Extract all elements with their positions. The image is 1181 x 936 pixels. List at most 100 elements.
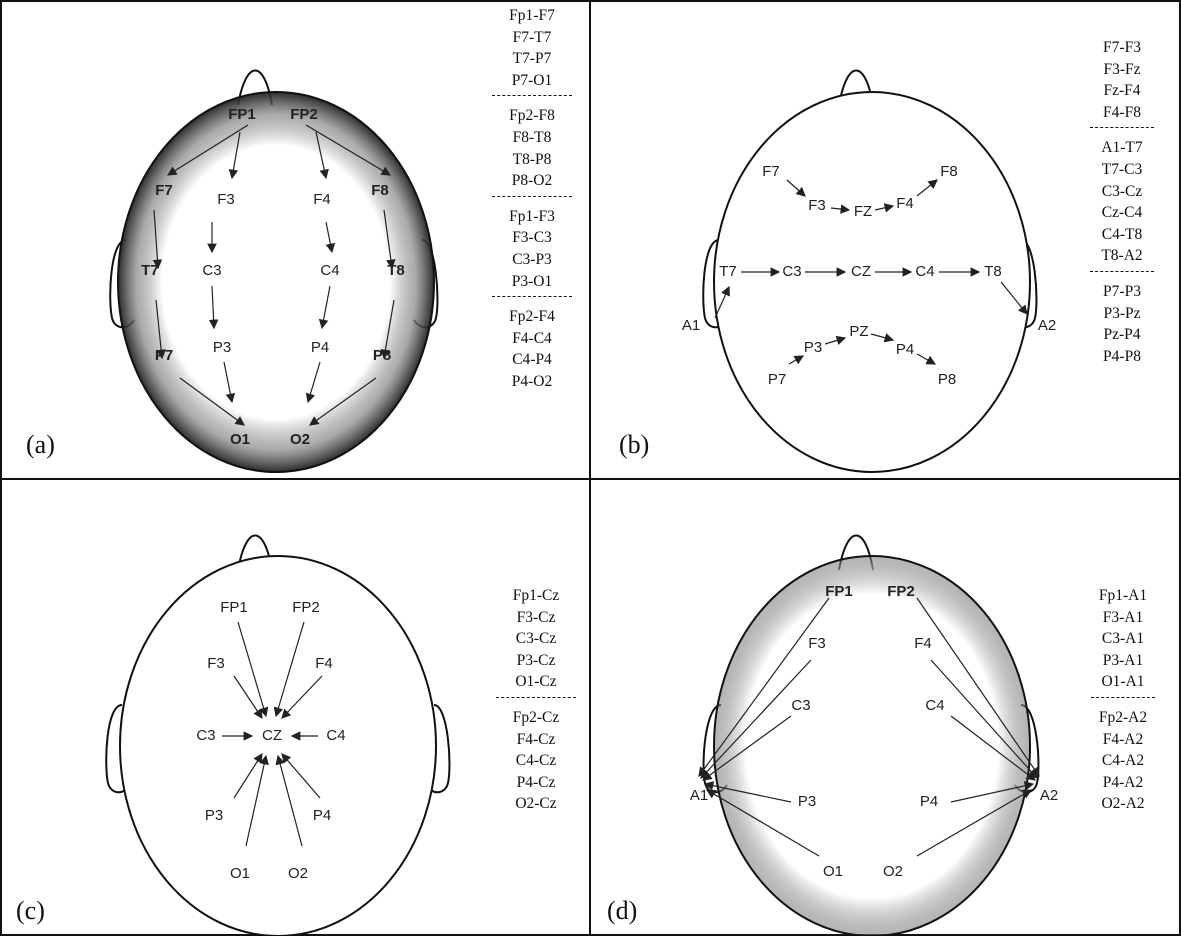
montage-pair: P4-O2: [480, 371, 584, 393]
montage-separator: [1090, 271, 1154, 281]
montage-separator: [492, 95, 572, 105]
montage-pair: P3-O1: [480, 271, 584, 293]
montage-group: P7-P3 P3-Pz Pz-P4 P4-P8: [1070, 281, 1174, 367]
montage-pair: O2-A2: [1071, 793, 1175, 815]
montage-pair: O1-Cz: [484, 671, 588, 693]
montage-pair: O2-Cz: [484, 793, 588, 815]
electrode-p4: P4: [920, 793, 938, 810]
electrode-fp2: FP2: [292, 599, 320, 616]
montage-pair: F4-A2: [1071, 729, 1175, 751]
montage-pair: P3-Cz: [484, 650, 588, 672]
montage-pair: F4-F8: [1070, 102, 1174, 124]
electrode-fp1: FP1: [220, 599, 248, 616]
panel-b-head-diagram: F7 F3 FZ F4 F8 A1 T7 C3 CZ C4 T8 A2 P7 P…: [591, 0, 1071, 478]
montage-pair: P4-Cz: [484, 772, 588, 794]
electrode-f8: F8: [940, 163, 958, 180]
montage-pair: P4-P8: [1070, 346, 1174, 368]
electrode-f4: F4: [313, 191, 331, 208]
panel-c-montage-list: Fp1-Cz F3-Cz C3-Cz P3-Cz O1-Cz Fp2-Cz F4…: [484, 585, 588, 815]
electrode-a2: A2: [1040, 787, 1058, 804]
electrode-a2: A2: [1038, 317, 1056, 334]
panel-d-label: (d): [607, 896, 637, 926]
electrode-f3: F3: [808, 635, 826, 652]
montage-pair: T7-C3: [1070, 159, 1174, 181]
panel-a-head-diagram: FP1 FP2 F7 F3 F4 F8 T7 C3 C4 T8 P7 P3 P4…: [0, 0, 470, 478]
panel-a: FP1 FP2 F7 F3 F4 F8 T7 C3 C4 T8 P7 P3 P4…: [0, 0, 589, 478]
montage-pair: F8-T8: [480, 127, 584, 149]
electrode-o1: O1: [230, 865, 250, 882]
electrode-pz: PZ: [849, 323, 868, 340]
montage-pair: Fp1-F7: [480, 5, 584, 27]
electrode-p8: P8: [938, 371, 956, 388]
electrode-a1: A1: [682, 317, 700, 334]
montage-pair: Fp1-F3: [480, 206, 584, 228]
montage-group: Fp1-A1 F3-A1 C3-A1 P3-A1 O1-A1: [1071, 585, 1175, 693]
montage-pair: P4-A2: [1071, 772, 1175, 794]
montage-pair: Cz-C4: [1070, 202, 1174, 224]
montage-separator: [496, 697, 576, 707]
electrode-t8: T8: [387, 262, 405, 279]
montage-pair: C4-Cz: [484, 750, 588, 772]
montage-pair: Pz-P4: [1070, 324, 1174, 346]
montage-group: Fp2-A2 F4-A2 C4-A2 P4-A2 O2-A2: [1071, 707, 1175, 815]
electrode-c3: C3: [791, 697, 810, 714]
electrode-c3: C3: [196, 727, 215, 744]
electrode-p3: P3: [213, 339, 231, 356]
electrode-cz: CZ: [851, 263, 871, 280]
electrode-f4: F4: [896, 195, 914, 212]
montage-separator: [1090, 127, 1154, 137]
electrode-fp1: FP1: [228, 106, 256, 123]
montage-separator: [1091, 697, 1155, 707]
electrode-p4: P4: [896, 341, 914, 358]
montage-pair: Fp2-F8: [480, 105, 584, 127]
electrode-f4: F4: [315, 655, 333, 672]
electrode-p4: P4: [311, 339, 329, 356]
electrode-p4: P4: [313, 807, 331, 824]
montage-pair: P7-P3: [1070, 281, 1174, 303]
panel-d-head-diagram: FP1 FP2 F3 F4 C3 C4 A1 A2 P3 P4 O1 O2: [591, 480, 1071, 936]
montage-group: A1-T7 T7-C3 C3-Cz Cz-C4 C4-T8 T8-A2: [1070, 137, 1174, 267]
montage-pair: F4-C4: [480, 328, 584, 350]
electrode-t8: T8: [984, 263, 1002, 280]
electrode-fp1: FP1: [825, 583, 853, 600]
montage-separator: [492, 196, 572, 206]
electrode-fz: FZ: [854, 203, 872, 220]
montage-pair: Fz-F4: [1070, 80, 1174, 102]
montage-group: F7-F3 F3-Fz Fz-F4 F4-F8: [1070, 37, 1174, 123]
electrode-o1: O1: [823, 863, 843, 880]
panel-d: FP1 FP2 F3 F4 C3 C4 A1 A2 P3 P4 O1 O2 (d…: [591, 480, 1181, 936]
electrode-c4: C4: [925, 697, 944, 714]
electrode-f7: F7: [762, 163, 780, 180]
panel-c: FP1 FP2 F3 F4 C3 CZ C4 P3 P4 O1 O2 (c) F…: [0, 480, 589, 936]
electrode-p3: P3: [798, 793, 816, 810]
electrode-c4: C4: [915, 263, 934, 280]
electrode-f4: F4: [914, 635, 932, 652]
electrode-t7: T7: [141, 262, 159, 279]
panel-b-montage-list: F7-F3 F3-Fz Fz-F4 F4-F8 A1-T7 T7-C3 C3-C…: [1070, 37, 1174, 367]
panel-a-label: (a): [26, 430, 55, 460]
montage-group: Fp2-F4 F4-C4 C4-P4 P4-O2: [480, 306, 584, 392]
montage-pair: C4-A2: [1071, 750, 1175, 772]
montage-pair: C3-Cz: [484, 628, 588, 650]
electrode-c3: C3: [202, 262, 221, 279]
panel-c-head-diagram: FP1 FP2 F3 F4 C3 CZ C4 P3 P4 O1 O2: [0, 480, 470, 936]
electrode-f7: F7: [155, 182, 173, 199]
montage-pair: Fp1-Cz: [484, 585, 588, 607]
panel-c-label: (c): [16, 896, 45, 926]
montage-pair: F3-Cz: [484, 607, 588, 629]
montage-pair: Fp2-Cz: [484, 707, 588, 729]
panel-b-label: (b): [619, 430, 649, 460]
montage-pair: A1-T7: [1070, 137, 1174, 159]
montage-pair: C3-P3: [480, 249, 584, 271]
montage-pair: T8-A2: [1070, 245, 1174, 267]
electrode-c3: C3: [782, 263, 801, 280]
electrode-f3: F3: [207, 655, 225, 672]
montage-pair: C4-T8: [1070, 224, 1174, 246]
montage-pair: F7-F3: [1070, 37, 1174, 59]
montage-pair: T8-P8: [480, 149, 584, 171]
montage-pair: T7-P7: [480, 48, 584, 70]
electrode-o2: O2: [883, 863, 903, 880]
montage-group: Fp1-F3 F3-C3 C3-P3 P3-O1: [480, 206, 584, 292]
panel-b: F7 F3 FZ F4 F8 A1 T7 C3 CZ C4 T8 A2 P7 P…: [591, 0, 1181, 478]
electrode-f3: F3: [808, 197, 826, 214]
